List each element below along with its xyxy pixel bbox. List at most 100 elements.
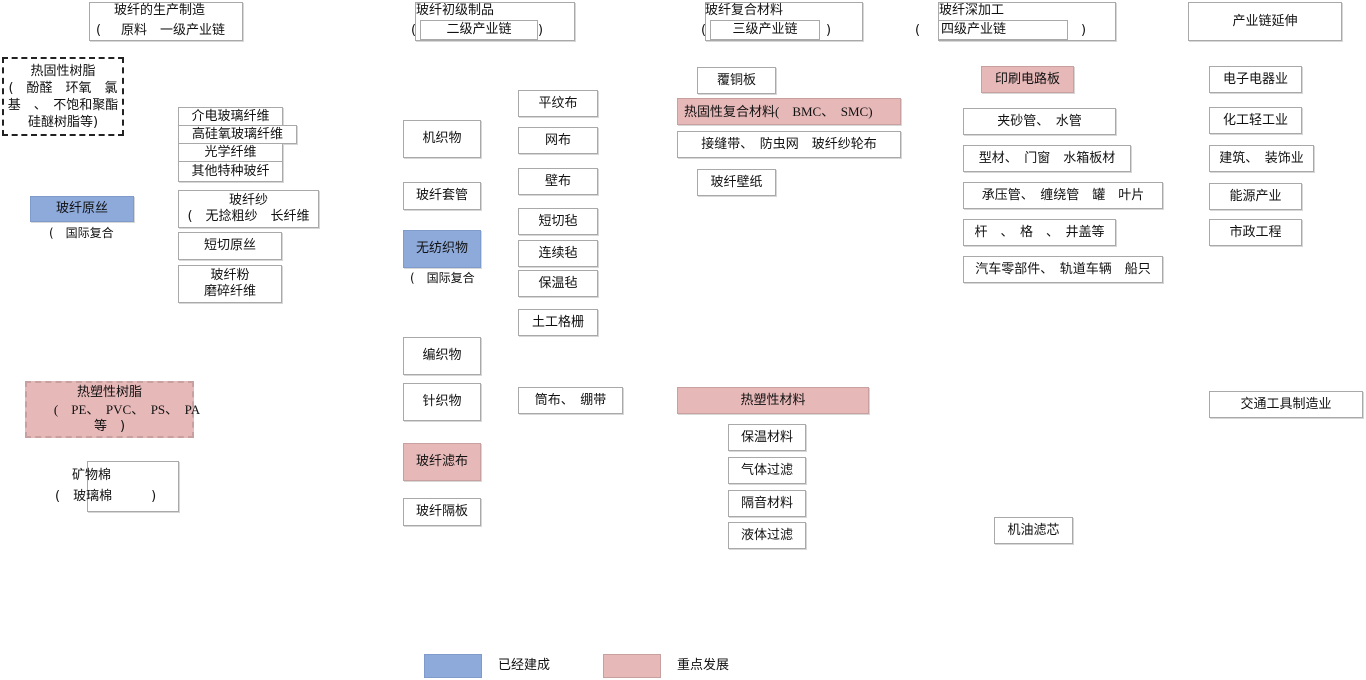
thermoplastic-material-box: 热塑性材料 [677, 387, 869, 414]
thermoset-resin-box: 热固性树脂 ( 酚醛 环氧 氯 基 、 不饱和聚酯 硅醚树脂等) [2, 57, 124, 136]
pcb-label: 印刷电路板 [994, 71, 1060, 87]
pressure-pipe-label: 承压管、 缠绕管 罐 叶片 [981, 187, 1145, 203]
header-col4-paren-close: ) [1081, 23, 1087, 38]
glass-strand-note: ( 国际复合 [49, 226, 114, 240]
electronics-industry-box: 电子电器业 [1209, 66, 1302, 93]
header-col2-sub-box: 二级产业链 [420, 20, 538, 40]
tube-tape-box: 筒布、 绷带 [518, 387, 623, 414]
fiber-type-label: 光学纤维 [204, 144, 257, 160]
glass-powder-title: 玻纤粉 [210, 268, 250, 283]
fiber-type-dielectric: 介电玻璃纤维 [178, 107, 283, 126]
thermoplastic-resin-line2: ( PE、 PVC、 PS、 PA [53, 402, 201, 417]
thermoplastic-material-label: 热塑性材料 [740, 392, 806, 408]
plain-weave-label: 平纹布 [538, 95, 578, 111]
short-cut-strand-label: 短切原丝 [203, 238, 256, 253]
glass-yarn-title: 玻纤纱 [228, 193, 268, 208]
profiles-label: 型材、 门窗 水箱板材 [978, 150, 1116, 166]
header-col5: 产业链延伸 [1188, 2, 1342, 41]
glass-separator-label: 玻纤隔板 [415, 504, 468, 519]
thermoset-resin-line4: 硅醚树脂等) [27, 114, 99, 130]
thermoset-resin-line3: 基 、 不饱和聚酯 [7, 97, 119, 113]
glass-yarn-detail: ( 无捻粗纱 长纤维 [187, 209, 310, 224]
gas-filtration-box: 气体过滤 [728, 457, 806, 484]
glass-separator-box: 玻纤隔板 [403, 498, 481, 526]
thermoplastic-resin-box: 热塑性树脂 ( PE、 PVC、 PS、 PA 等 ) [25, 381, 200, 438]
header-col1-title: 玻纤的生产制造 [114, 3, 206, 18]
header-col2-sub: 二级产业链 [446, 22, 512, 37]
woven-fabric-label: 机织物 [422, 131, 462, 146]
thermoset-composite-label: 热固性复合材料( BMC、 SMC) [684, 103, 873, 119]
header-col4-title: 玻纤深加工 [939, 3, 1005, 18]
tube-tape-label: 筒布、 绷带 [534, 392, 607, 408]
woven-fabric-box: 机织物 [403, 120, 481, 158]
transport-manufacturing-box: 交通工具制造业 [1209, 391, 1363, 418]
liquid-filtration-label: 液体过滤 [740, 527, 793, 543]
thermoplastic-resin-line3: 等 ) [93, 419, 126, 434]
fiber-type-optical: 光学纤维 [178, 143, 283, 162]
thermoset-composite-box: 热固性复合材料( BMC、 SMC) [677, 98, 901, 125]
energy-industry-label: 能源产业 [1229, 188, 1282, 204]
knitted-fabric-box: 针织物 [403, 383, 481, 421]
fiber-type-high-silica: 高硅氧玻璃纤维 [178, 125, 297, 144]
municipal-engineering-label: 市政工程 [1229, 224, 1282, 240]
insulation-material-label: 保温材料 [740, 429, 793, 445]
header-col1-paren: ( [96, 23, 102, 38]
geogrid-box: 土工格栅 [518, 309, 598, 336]
braided-fabric-box: 编织物 [403, 337, 481, 375]
short-cut-strand-box: 短切原丝 [178, 232, 282, 260]
energy-industry-box: 能源产业 [1209, 183, 1302, 210]
header-col4-sub: 四级产业链 [941, 22, 1007, 37]
copper-clad-box: 覆铜板 [697, 67, 776, 94]
legend-focus-swatch [603, 654, 661, 678]
rods-gratings-box: 杆 、 格 、 井盖等 [963, 219, 1116, 246]
transport-manufacturing-label: 交通工具制造业 [1240, 396, 1332, 412]
mineral-wool-box [87, 461, 179, 512]
copper-clad-label: 覆铜板 [716, 72, 756, 88]
glass-strand-label: 玻纤原丝 [55, 201, 108, 216]
glass-strand-box: 玻纤原丝 [30, 196, 134, 222]
glass-powder-box: 玻纤粉 磨碎纤维 [178, 265, 282, 303]
glass-yarn-box: 玻纤纱 ( 无捻粗纱 长纤维 [178, 190, 319, 228]
fiber-type-special: 其他特种玻纤 [178, 161, 283, 182]
mineral-wool-title: 矿物棉 [72, 468, 112, 483]
sand-pipe-label: 夹砂管、 水管 [997, 113, 1082, 129]
liquid-filtration-box: 液体过滤 [728, 522, 806, 549]
sound-insulation-box: 隔音材料 [728, 490, 806, 517]
fiber-type-label: 高硅氧玻璃纤维 [191, 126, 283, 142]
wall-cloth-box: 壁布 [518, 168, 598, 195]
filter-cloth-box: 玻纤滤布 [403, 443, 481, 481]
sound-insulation-label: 隔音材料 [740, 495, 793, 511]
chopped-mat-label: 短切毡 [538, 213, 578, 229]
nonwoven-fabric-box: 无纺织物 [403, 230, 481, 268]
construction-industry-box: 建筑、 装饰业 [1209, 145, 1314, 172]
plain-weave-box: 平纹布 [518, 90, 598, 117]
glass-powder-detail: 磨碎纤维 [203, 284, 256, 299]
chemical-industry-label: 化工轻工业 [1222, 112, 1288, 128]
wall-cloth-label: 壁布 [544, 173, 571, 189]
auto-parts-box: 汽车零部件、 轨道车辆 船只 [963, 256, 1163, 283]
municipal-engineering-box: 市政工程 [1209, 219, 1302, 246]
filter-cloth-label: 玻纤滤布 [415, 454, 468, 469]
chopped-mat-box: 短切毡 [518, 208, 598, 235]
tape-mesh-row-box: 接缝带、 防虫网 玻纤纱轮布 [677, 131, 901, 158]
continuous-mat-box: 连续毡 [518, 240, 598, 267]
header-col2-title: 玻纤初级制品 [416, 3, 495, 18]
profiles-box: 型材、 门窗 水箱板材 [963, 145, 1131, 172]
header-col5-title: 产业链延伸 [1232, 13, 1298, 29]
electronics-industry-label: 电子电器业 [1222, 71, 1288, 87]
braided-fabric-label: 编织物 [422, 348, 462, 363]
header-col4-paren-open: ( [915, 23, 921, 38]
pressure-pipe-box: 承压管、 缠绕管 罐 叶片 [963, 182, 1163, 209]
geogrid-label: 土工格栅 [531, 314, 584, 330]
thermoset-resin-title: 热固性树脂 [30, 63, 96, 79]
mineral-wool-line2: ( 玻璃棉 ) [55, 489, 157, 504]
header-col2-paren-open: ( [411, 23, 417, 38]
auto-parts-label: 汽车零部件、 轨道车辆 船只 [975, 261, 1151, 277]
pcb-box: 印刷电路板 [981, 66, 1074, 93]
oil-filter-box: 机油滤芯 [994, 517, 1073, 544]
construction-industry-label: 建筑、 装饰业 [1219, 150, 1304, 166]
header-col3-paren-close: ) [826, 23, 832, 38]
insulation-mat-label: 保温毡 [538, 275, 578, 291]
header-col1-sub: 原料 一级产业链 [121, 23, 226, 38]
nonwoven-note: ( 国际复合 [410, 271, 475, 285]
